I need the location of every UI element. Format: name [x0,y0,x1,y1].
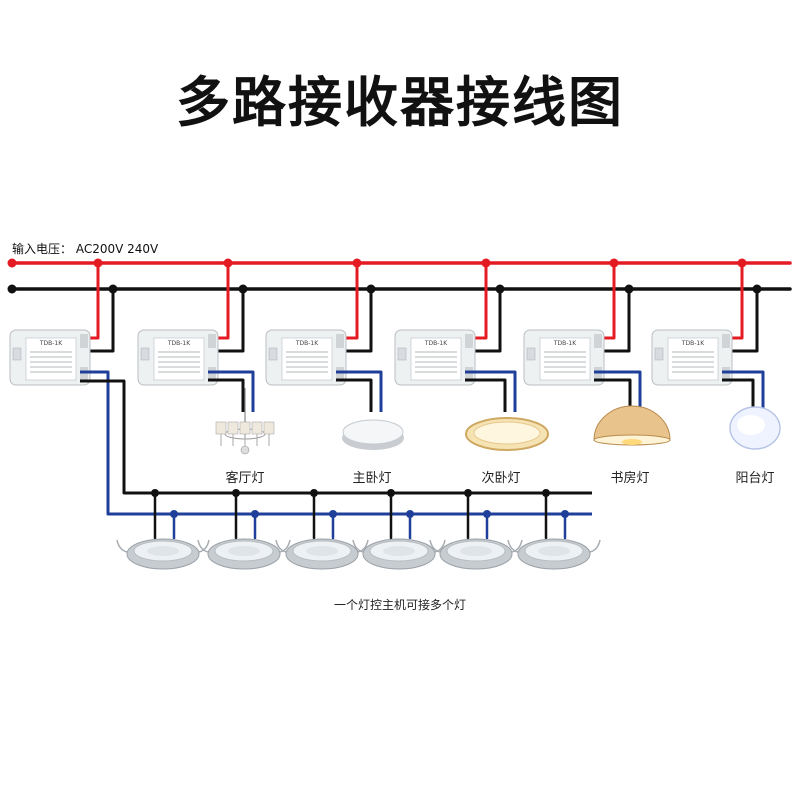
receiver-label-plate [281,337,333,381]
downlight-neutral-bus [80,379,592,495]
receiver-antenna-socket [654,347,664,361]
receiver-neutral-feed-wire [80,289,115,353]
receiver-antenna-socket [140,347,150,361]
page-title: 多路接收器接线图 [176,70,624,134]
lamp-label-living-room: 客厅灯 [225,471,265,486]
neutral-bus-start-dot [7,284,17,294]
lamp-control-wire [722,370,765,412]
ring-light-inner [473,421,541,445]
ceiling-light-diffuser [342,419,404,445]
receiver-neutral-feed-wire [722,289,759,353]
chandelier-icon [215,388,275,455]
receiver-terminal [722,334,730,348]
lamp-label-balcony: 阳台灯 [735,471,775,486]
receiver-terminal [722,367,730,381]
receiver-live-feed-wire [594,263,616,340]
downlight-lens [383,546,415,556]
receiver-antenna-socket [526,347,536,361]
receiver-terminal [208,334,216,348]
lamp-control-wire [336,370,383,412]
receiver-model-text: TDB-1K [39,340,63,347]
receiver-live-feed-wire [80,263,100,340]
downlight-spring-clip [116,539,128,553]
receiver-label-plate [25,337,77,381]
receiver-antenna-socket [268,347,278,361]
lamp-label-study: 书房灯 [610,471,650,486]
receiver-model-text: TDB-1K [295,340,319,347]
receiver-label-plate [410,337,462,381]
receiver-live-feed-wire [336,263,359,340]
receiver-module: TDB-1K [137,329,219,386]
receiver-antenna-socket [397,347,407,361]
downlight-lens [460,546,492,556]
receiver-neutral-feed-wire [208,289,245,353]
live-bus-start-dot [7,258,17,268]
receiver-neutral-feed-wire [336,289,373,353]
downlight-spring-clip [589,539,601,553]
lamp-label-second-bedroom: 次卧灯 [481,471,521,486]
lamp-control-wire [594,370,642,412]
receiver-terminal [208,367,216,381]
downlight-spring-clip [507,539,519,553]
downlight-spring-clip [275,539,287,553]
downlight-caption: 一个灯控主机可接多个灯 [333,598,466,612]
lamp-neutral-wire [465,378,507,412]
receiver-terminal [80,334,88,348]
receiver-terminal [336,334,344,348]
receiver-live-feed-wire [722,263,744,340]
receiver-terminal [465,334,473,348]
receiver-antenna-socket [12,347,22,361]
receiver-label-plate [539,337,591,381]
receiver-model-text: TDB-1K [167,340,191,347]
receiver-neutral-feed-wire [465,289,502,353]
receiver-live-feed-wire [465,263,488,340]
led-panel-highlight [737,415,765,435]
receiver-model-text: TDB-1K [681,340,705,347]
receiver-module: TDB-1K [265,329,347,386]
lamp-neutral-wire [594,378,632,412]
receiver-label-plate [667,337,719,381]
downlight-spring-clip [197,539,209,553]
downlight-lens [538,546,570,556]
receiver-model-text: TDB-1K [553,340,577,347]
input-voltage-label: 输入电压： AC200V 240V [12,242,159,256]
receiver-module: TDB-1K [523,329,605,386]
lamp-label-master-bedroom: 主卧灯 [352,471,392,486]
downlight-spring-clip [511,539,523,553]
downlight-spring-clip [434,539,446,553]
lamp-neutral-wire [722,378,755,412]
downlight-lens [306,546,338,556]
downlight-spring-clip [279,539,291,553]
lamp-neutral-wire [336,378,373,412]
downlight-spring-clip [357,539,369,553]
receiver-terminal [336,367,344,381]
downlight-spring-clip [352,539,364,553]
receiver-terminal [594,334,602,348]
lamp-control-wire [208,370,255,412]
downlight-spring-clip [429,539,441,553]
dome-pendant-glow [622,439,642,445]
receiver-terminal [594,367,602,381]
downlight-lens [147,546,179,556]
downlight-lens [228,546,260,556]
receiver-neutral-feed-wire [594,289,631,353]
receiver-module: TDB-1K [9,329,91,386]
receiver-module: TDB-1K [651,329,733,386]
dome-pendant-icon [593,405,671,441]
receiver-module: TDB-1K [394,329,476,386]
downlight-control-bus [80,370,592,516]
receiver-label-plate [153,337,205,381]
downlight-spring-clip [198,539,210,553]
receiver-terminal [465,367,473,381]
receiver-terminal [80,367,88,381]
receiver-live-feed-wire [208,263,230,340]
lamp-control-wire [465,370,517,412]
lamp-neutral-wire [208,378,245,412]
receiver-model-text: TDB-1K [424,340,448,347]
